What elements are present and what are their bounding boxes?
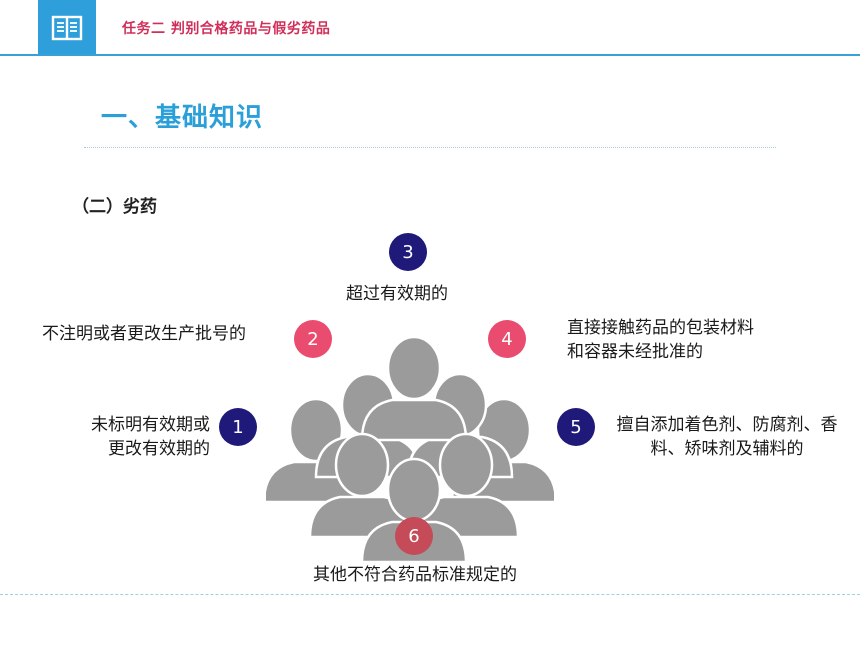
item-5-badge: 5 (557, 408, 595, 446)
header-title: 任务二 判别合格药品与假劣药品 (122, 21, 331, 37)
footer-divider (0, 594, 860, 595)
item-1-line-1: 未标明有效期或 (91, 415, 210, 435)
item-5-label: 擅自添加着色剂、防腐剂、香 料、矫味剂及辅料的 (598, 413, 856, 461)
item-2-label: 不注明或者更改生产批号的 (42, 322, 246, 346)
title-divider (84, 147, 776, 148)
item-4-label: 直接接触药品的包装材料 和容器未经批准的 (567, 316, 754, 364)
item-4-badge: 4 (488, 320, 526, 358)
item-2-badge: 2 (294, 320, 332, 358)
item-4-line-2: 和容器未经批准的 (567, 342, 703, 362)
item-4-line-1: 直接接触药品的包装材料 (567, 318, 754, 338)
item-6-badge: 6 (395, 517, 433, 555)
item-2-line-1: 不注明或者更改生产批号的 (42, 324, 246, 344)
item-5-line-1: 擅自添加着色剂、防腐剂、香 (616, 415, 838, 435)
item-3-line-1: 超过有效期的 (346, 284, 448, 304)
item-3-badge: 3 (389, 233, 427, 271)
section-title: 一、基础知识 (101, 103, 264, 133)
item-1-label: 未标明有效期或 更改有效期的 (66, 413, 210, 461)
item-3-label: 超过有效期的 (346, 282, 448, 306)
sub-title: （二）劣药 (72, 197, 157, 217)
item-5-line-2: 料、矫味剂及辅料的 (650, 439, 804, 459)
item-1-badge: 1 (219, 408, 257, 446)
open-book-icon (51, 15, 83, 40)
item-1-line-2: 更改有效期的 (108, 439, 210, 459)
item-6-label: 其他不符合药品标准规定的 (313, 563, 517, 587)
book-icon-box (38, 0, 96, 55)
header-divider (0, 54, 860, 56)
item-6-line-1: 其他不符合药品标准规定的 (313, 565, 517, 585)
